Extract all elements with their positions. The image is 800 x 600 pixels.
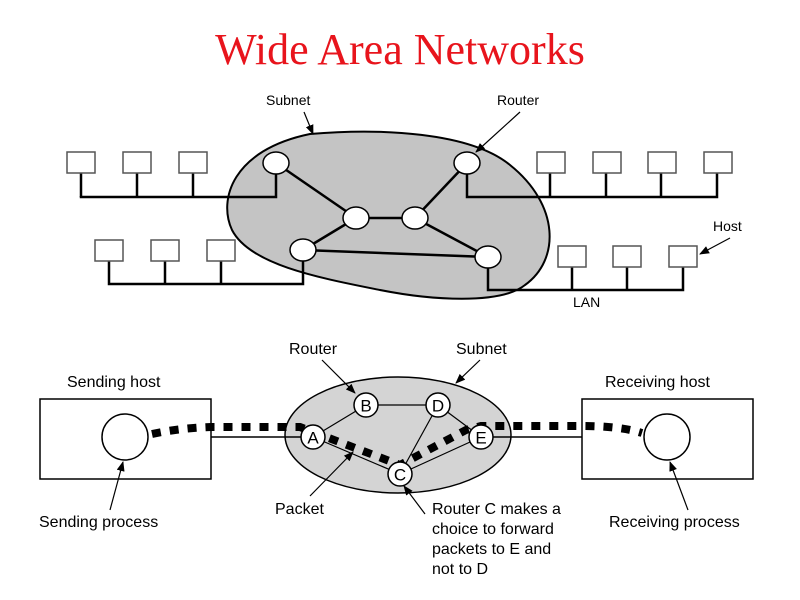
label-sending-process: Sending process (39, 514, 158, 531)
receiving-process[interactable] (643, 413, 691, 461)
host[interactable] (612, 245, 642, 268)
packet-arrow (309, 451, 354, 497)
router-label: E (475, 429, 486, 448)
label-receiving-host: Receiving host (605, 374, 711, 391)
host[interactable] (592, 151, 622, 174)
router-e[interactable]: E (468, 424, 494, 450)
bottom-diagram: A B C D E Sending host Receiving host Router… (39, 341, 754, 578)
label-router-bottom: Router (289, 341, 338, 358)
router[interactable] (262, 151, 290, 175)
label-sending-host: Sending host (67, 374, 161, 391)
label-subnet: Subnet (266, 92, 310, 108)
router-c-note: Router C makes a choice to forward packe… (432, 501, 561, 578)
router[interactable] (474, 245, 502, 269)
label-subnet-bottom: Subnet (456, 341, 507, 358)
router-a[interactable]: A (300, 424, 326, 450)
router-node[interactable] (468, 424, 494, 450)
router-c-note-line: Router C makes a (432, 501, 561, 518)
receiving-process-arrow (669, 461, 689, 511)
router-node[interactable] (387, 461, 413, 487)
router-label: C (394, 466, 406, 485)
router-b[interactable]: B (353, 392, 379, 418)
sending-process-arrow (109, 461, 125, 511)
router[interactable] (342, 206, 370, 230)
router-arrow-bottom (321, 359, 356, 394)
router-d[interactable]: D (425, 392, 451, 418)
label-packet: Packet (275, 501, 324, 518)
lan-top-right (465, 172, 719, 199)
page-title: Wide Area Networks (215, 25, 585, 74)
top-diagram: Subnet Router Host LAN (66, 92, 742, 310)
host[interactable] (178, 151, 208, 174)
lan-bottom-right (486, 265, 685, 292)
host[interactable] (668, 245, 698, 268)
router-label: D (432, 397, 444, 416)
routers (262, 151, 502, 269)
router-node[interactable] (300, 424, 326, 450)
host[interactable] (66, 151, 96, 174)
host[interactable] (94, 239, 124, 262)
subnet-arrow-bottom (455, 359, 481, 384)
router-c-note-line: choice to forward (432, 521, 554, 538)
host-arrow (699, 237, 731, 255)
router-label: A (307, 429, 319, 448)
router-c-note-arrow (403, 485, 426, 515)
router[interactable] (401, 206, 429, 230)
router-label: B (360, 397, 371, 416)
sending-process[interactable] (101, 413, 149, 461)
routers-bottom: A B C D E (300, 392, 494, 487)
host[interactable] (703, 151, 733, 174)
router-c-note-line: packets to E and (432, 541, 551, 558)
router-arrow (475, 111, 521, 153)
router-node[interactable] (425, 392, 451, 418)
host[interactable] (150, 239, 180, 262)
host[interactable] (536, 151, 566, 174)
host[interactable] (557, 245, 587, 268)
host[interactable] (122, 151, 152, 174)
label-receiving-process: Receiving process (609, 514, 740, 531)
lan-bottom-left (107, 260, 305, 286)
label-host: Host (713, 218, 742, 234)
router-c-note-line: not to D (432, 561, 488, 578)
label-lan: LAN (573, 294, 600, 310)
lan-top-left (79, 172, 278, 199)
host[interactable] (647, 151, 677, 174)
label-router: Router (497, 92, 539, 108)
router[interactable] (453, 151, 481, 175)
router-c[interactable]: C (387, 461, 413, 487)
router[interactable] (289, 238, 317, 262)
host[interactable] (206, 239, 236, 262)
router-node[interactable] (353, 392, 379, 418)
subnet-arrow (303, 111, 314, 135)
